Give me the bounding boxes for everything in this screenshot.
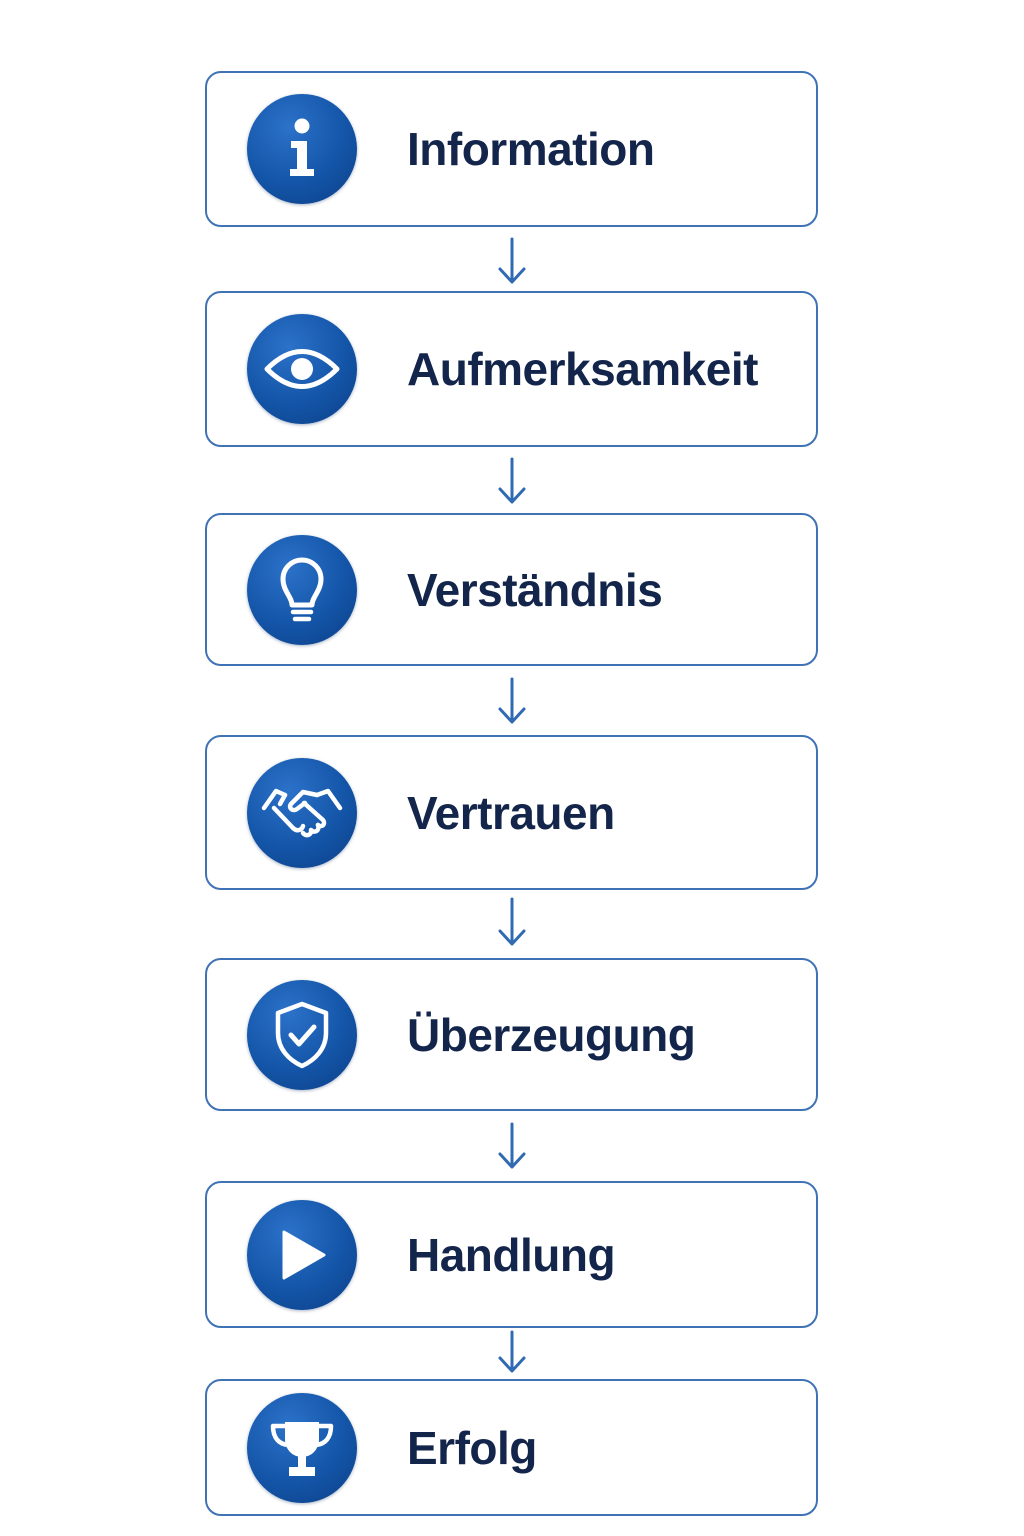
- info-badge: [247, 94, 357, 204]
- arrow-down-icon: [497, 1330, 527, 1375]
- arrow-down-icon: [497, 677, 527, 727]
- trophy-icon: [270, 1421, 334, 1476]
- play-icon: [282, 1230, 326, 1279]
- step-aufmerksamkeit: Aufmerksamkeit: [205, 291, 818, 447]
- step-erfolg: Erfolg: [205, 1379, 818, 1516]
- step-label: Überzeugung: [407, 1008, 696, 1061]
- step-label: Vertrauen: [407, 786, 615, 839]
- lightbulb-icon: [280, 557, 324, 621]
- step-label: Information: [407, 123, 655, 175]
- step-vertrauen: Vertrauen: [205, 735, 818, 890]
- arrow-down-icon: [497, 457, 527, 507]
- shield-badge: [247, 979, 357, 1090]
- shield-check-icon: [275, 1001, 329, 1068]
- step-verstaendnis: Verständnis: [205, 513, 818, 666]
- info-icon: [290, 118, 314, 176]
- arrow-down-icon: [497, 1122, 527, 1172]
- handshake-icon: [261, 788, 343, 837]
- arrow-down-icon: [497, 237, 527, 287]
- lightbulb-badge: [247, 534, 357, 645]
- step-handlung: Handlung: [205, 1181, 818, 1328]
- step-ueberzeugung: Überzeugung: [205, 958, 818, 1111]
- step-label: Verständnis: [407, 563, 663, 616]
- step-label: Handlung: [407, 1228, 616, 1281]
- step-label: Aufmerksamkeit: [407, 343, 758, 395]
- step-information: Information: [205, 71, 818, 227]
- trophy-badge: [247, 1392, 357, 1503]
- handshake-badge: [247, 757, 357, 868]
- eye-icon: [264, 349, 340, 389]
- eye-badge: [247, 314, 357, 424]
- arrow-down-icon: [497, 897, 527, 949]
- play-badge: [247, 1199, 357, 1310]
- step-label: Erfolg: [407, 1421, 537, 1474]
